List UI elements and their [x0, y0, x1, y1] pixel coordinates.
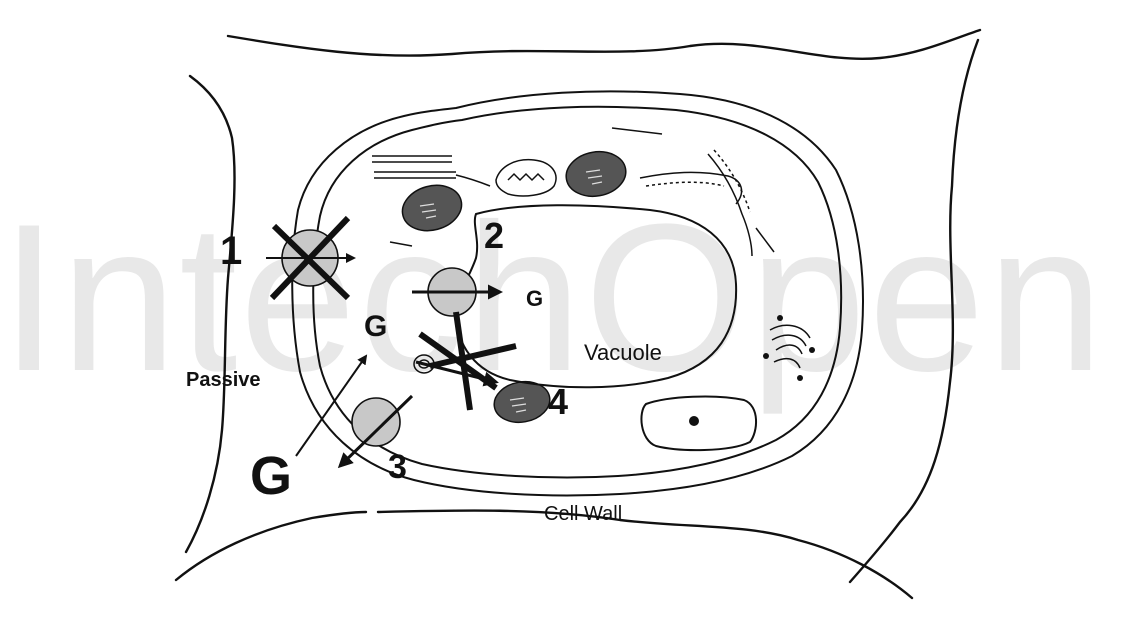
- passive-diffusion: Passive: [186, 356, 366, 456]
- rough-er: [640, 150, 774, 256]
- vacuole-label: Vacuole: [584, 340, 662, 365]
- sugar-label-outside: G: [250, 446, 292, 506]
- passive-label: Passive: [186, 369, 261, 391]
- transporter-2-label: 2: [484, 215, 504, 256]
- transporter-4-label: 4: [548, 381, 568, 422]
- nucleus: [641, 397, 756, 451]
- transporter-3: 3 G: [250, 396, 412, 506]
- cell-wall-label: Cell Wall: [544, 503, 622, 525]
- sugar-label-vacuole: G: [526, 286, 543, 311]
- chloroplast-2: [563, 147, 630, 201]
- transporter-3-label: 3: [388, 448, 407, 486]
- vesicle-top: [496, 160, 556, 196]
- sugar-label-cytoplasm: G: [364, 310, 387, 343]
- transporter-1: 1: [220, 218, 354, 298]
- passive-arrow: [296, 356, 366, 456]
- transporter-3-circle: [352, 398, 400, 446]
- transporter-1-label: 1: [220, 229, 242, 273]
- chloroplast-1: [397, 179, 466, 237]
- golgi-apparatus: [763, 315, 815, 381]
